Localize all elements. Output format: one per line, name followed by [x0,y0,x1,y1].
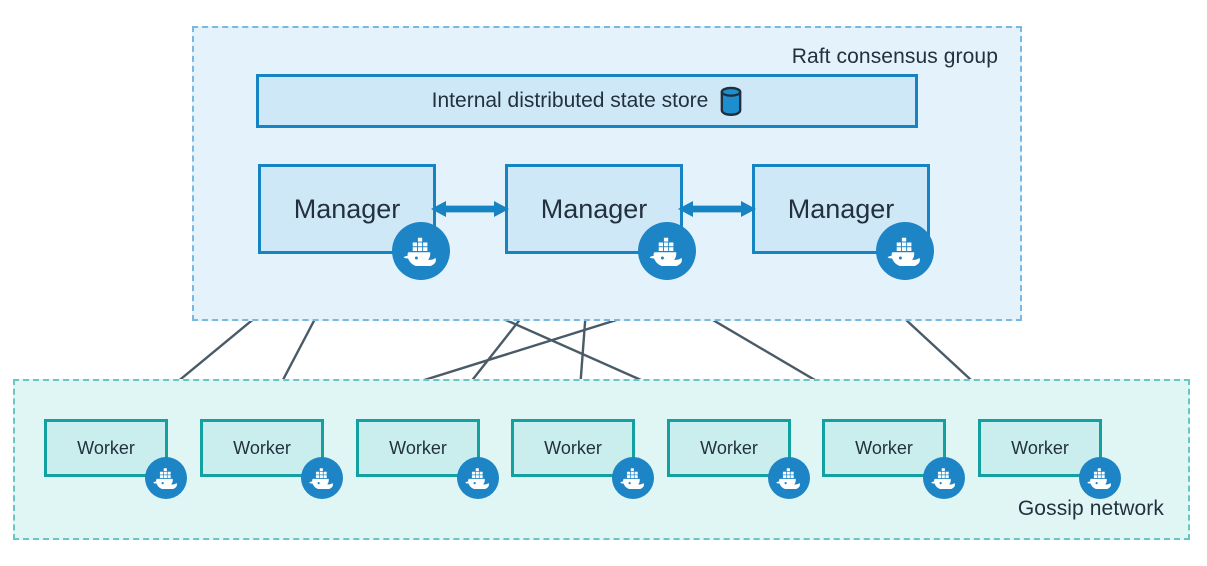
manager-label: Manager [787,193,895,224]
worker-label: Worker [1011,437,1069,458]
manager-node-1[interactable]: Manager [258,164,436,254]
worker-label: Worker [233,437,291,458]
database-cylinder-icon [720,86,742,116]
raft-group-label: Raft consensus group [791,45,998,68]
manager-label: Manager [293,193,401,224]
docker-whale-icon [923,457,965,499]
docker-whale-icon [301,457,343,499]
manager-peer-arrow-1-2 [431,200,509,218]
worker-node-4[interactable]: Worker [511,419,635,477]
worker-label: Worker [700,437,758,458]
worker-label: Worker [389,437,447,458]
gossip-group-label: Gossip network [1017,497,1164,520]
worker-label: Worker [855,437,913,458]
state-store-label: Internal distributed state store [431,89,709,112]
docker-whale-icon [638,222,696,280]
manager-label: Manager [540,193,648,224]
internal-state-store-node[interactable]: Internal distributed state store [256,74,918,128]
docker-whale-icon [876,222,934,280]
docker-whale-icon [612,457,654,499]
manager-peer-arrow-2-3 [678,200,756,218]
docker-whale-icon [768,457,810,499]
docker-whale-icon [392,222,450,280]
worker-label: Worker [544,437,602,458]
worker-label: Worker [77,437,135,458]
docker-whale-icon [1079,457,1121,499]
docker-whale-icon [145,457,187,499]
docker-whale-icon [457,457,499,499]
